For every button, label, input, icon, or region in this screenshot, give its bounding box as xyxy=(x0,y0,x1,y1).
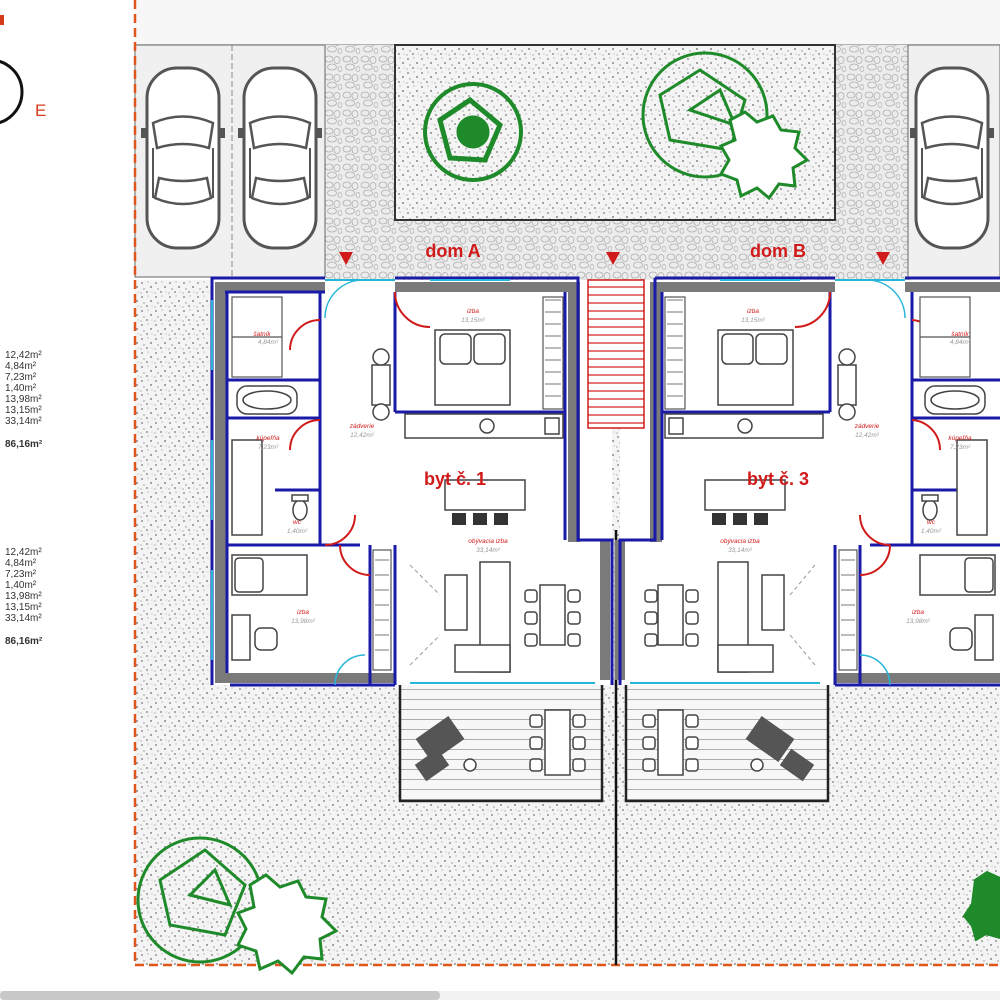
sun-lounger-icon xyxy=(414,716,815,782)
area-item: 13,98m² xyxy=(5,591,42,602)
compass-east-label: E xyxy=(35,101,47,120)
room-label: izba xyxy=(297,609,309,616)
house-a-label: dom A xyxy=(425,241,480,261)
terrace-table-icon xyxy=(463,709,764,776)
room-label: izba xyxy=(747,308,759,315)
shrub-icon xyxy=(718,110,810,201)
room-label: šatník xyxy=(253,331,271,338)
coffee-table-icon xyxy=(444,574,785,631)
desk-icon xyxy=(231,614,994,661)
room-area-label: 13,98m² xyxy=(291,618,316,625)
scrollbar-track[interactable] xyxy=(0,991,1000,1000)
unit-1-label: byt č. 1 xyxy=(424,469,486,489)
room-label: wc xyxy=(927,519,936,526)
room-area-label: 12,42m² xyxy=(855,432,880,439)
area-item: 12,42m² xyxy=(5,350,42,361)
room-label: wc xyxy=(293,519,302,526)
area-item: 13,15m² xyxy=(5,405,42,416)
room-area-label: 13,15m² xyxy=(741,317,766,324)
area-list-2: 12,42m² 4,84m² 7,23m² 1,40m² 13,98m² 13,… xyxy=(5,547,42,647)
room-label: obývacia izba xyxy=(468,538,508,545)
single-bed-icon xyxy=(231,554,996,596)
area-item: 7,23m² xyxy=(5,569,37,580)
shower-icon xyxy=(231,439,988,536)
room-area-label: 12,42m² xyxy=(350,432,375,439)
room-area-label: 4,84m² xyxy=(950,339,971,346)
car-icon xyxy=(236,66,324,250)
shrub-icon xyxy=(235,873,339,976)
room-label: zádverie xyxy=(854,423,880,430)
room-label: zádverie xyxy=(349,423,375,430)
room-area-label: 33,14m² xyxy=(476,547,501,554)
bathtub-icon xyxy=(236,385,986,415)
sofa-icon xyxy=(454,561,774,673)
area-item: 1,40m² xyxy=(5,580,37,591)
car-icon xyxy=(908,66,996,250)
area-item: 12,42m² xyxy=(5,547,42,558)
terrace-3 xyxy=(624,681,830,803)
car-icon xyxy=(139,66,227,250)
dining-chair-icon xyxy=(524,589,699,647)
area-item: 13,15m² xyxy=(5,602,42,613)
area-item: 33,14m² xyxy=(5,613,42,624)
toilet-icon xyxy=(291,494,939,521)
area-item: 1,40m² xyxy=(5,383,37,394)
area-item: 13,98m² xyxy=(5,394,42,405)
wardrobe-icon xyxy=(231,296,971,671)
area-total: 86,16m² xyxy=(5,636,43,647)
room-area-label: 1,40m² xyxy=(287,528,308,535)
area-item: 7,23m² xyxy=(5,372,37,383)
walls xyxy=(210,276,1000,687)
compass-icon xyxy=(0,15,24,124)
entrance-arrow-icon xyxy=(339,252,890,265)
room-area-label: 13,98m² xyxy=(906,618,931,625)
area-item: 33,14m² xyxy=(5,416,42,427)
room-label: izba xyxy=(912,609,924,616)
area-total: 86,16m² xyxy=(5,439,43,450)
kitchen-counter-icon xyxy=(404,413,824,439)
double-bed-icon xyxy=(434,329,794,406)
room-label: obývacia izba xyxy=(720,538,760,545)
dining-table-icon xyxy=(539,584,684,646)
area-list-1: 12,42m² 4,84m² 7,23m² 1,40m² 13,98m² 13,… xyxy=(5,350,42,450)
room-label: kúpeľňa xyxy=(256,435,280,442)
bar-stool-icon xyxy=(452,513,768,525)
room-area-label: 7,23m² xyxy=(950,444,971,451)
staircase xyxy=(588,280,644,428)
room-label: šatník xyxy=(951,331,969,338)
house-b-label: dom B xyxy=(750,241,806,261)
room-label: kúpeľňa xyxy=(948,435,972,442)
site-boundary xyxy=(133,0,1000,967)
room-area-label: 1,40m² xyxy=(921,528,942,535)
entry-table-icon xyxy=(371,348,857,421)
kitchen-island-icon xyxy=(444,479,786,511)
room-area-label: 33,14m² xyxy=(728,547,753,554)
shrub-icon xyxy=(962,870,1000,942)
room-area-label: 4,84m² xyxy=(258,339,279,346)
unit-3-label: byt č. 3 xyxy=(747,469,809,489)
room-area-label: 13,15m² xyxy=(461,317,486,324)
area-item: 4,84m² xyxy=(5,558,37,569)
room-area-label: 7,23m² xyxy=(258,444,279,451)
scrollbar-thumb[interactable] xyxy=(0,991,440,1000)
tree-icon xyxy=(423,82,523,182)
room-label: izba xyxy=(467,308,479,315)
area-item: 4,84m² xyxy=(5,361,37,372)
